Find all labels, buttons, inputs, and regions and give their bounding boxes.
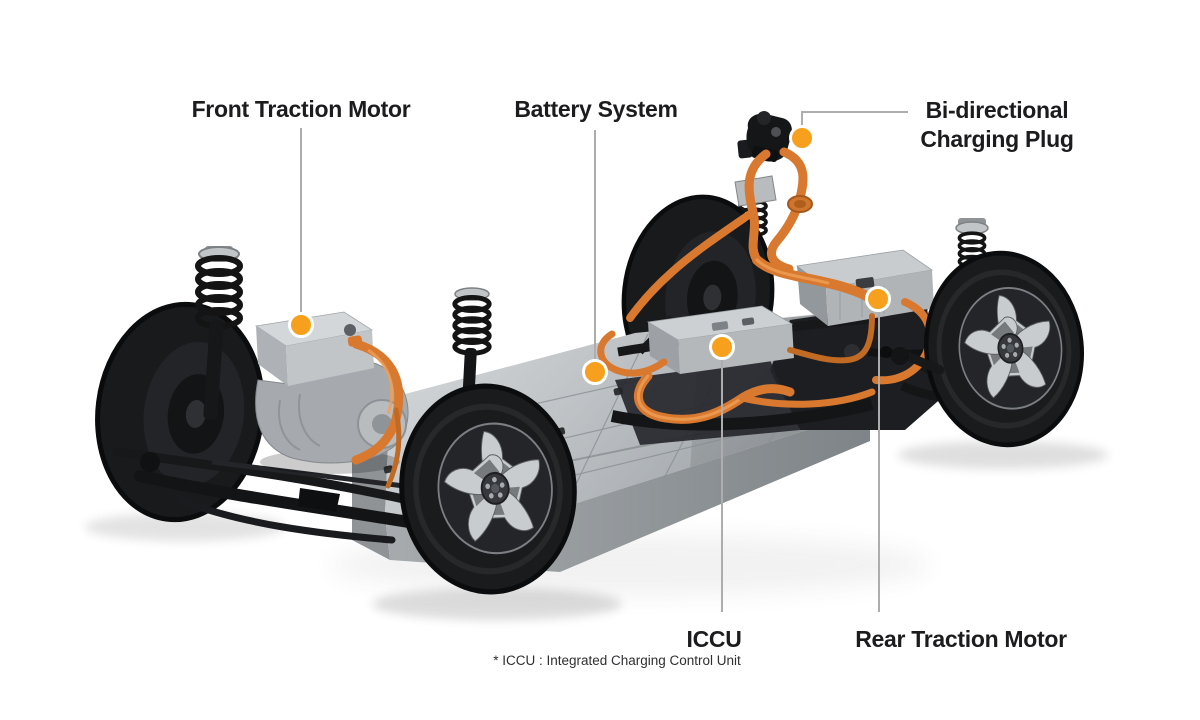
rear-lower-arm — [891, 347, 945, 375]
leader-iccu — [721, 358, 723, 612]
label-rear-traction-motor: Rear Traction Motor — [855, 626, 1067, 652]
leader-front-motor — [300, 128, 302, 315]
label-bidirectional-line1: Bi-directional — [925, 97, 1069, 123]
charging-plug-marker-dot — [789, 125, 815, 151]
front-suspension-strut-far — [198, 246, 240, 420]
front-motor-unit — [254, 311, 409, 489]
leader-battery — [594, 130, 596, 361]
iccu-marker-dot — [709, 334, 735, 360]
battery-marker-dot — [582, 359, 608, 385]
rear-suspension-strut-near — [955, 218, 989, 276]
iccu-unit — [646, 305, 794, 374]
rear-motor-marker-dot — [865, 286, 891, 312]
leader-charging-plug-horizontal — [801, 111, 908, 113]
wheel-rear-near — [917, 245, 1092, 452]
iccu-footnote: * ICCU : Integrated Charging Control Uni… — [493, 653, 741, 668]
leader-rear-motor — [878, 310, 880, 612]
label-bidirectional-charging-plug: Bi-directional Charging Plug — [847, 96, 1147, 154]
label-front-traction-motor: Front Traction Motor — [191, 96, 411, 122]
label-battery-system: Battery System — [514, 96, 678, 122]
front-motor-marker-dot — [288, 312, 314, 338]
rear-subframe — [610, 300, 977, 445]
label-iccu: ICCU — [686, 626, 742, 652]
label-bidirectional-line2: Charging Plug — [920, 126, 1074, 152]
leader-charging-plug-vertical — [801, 111, 803, 127]
